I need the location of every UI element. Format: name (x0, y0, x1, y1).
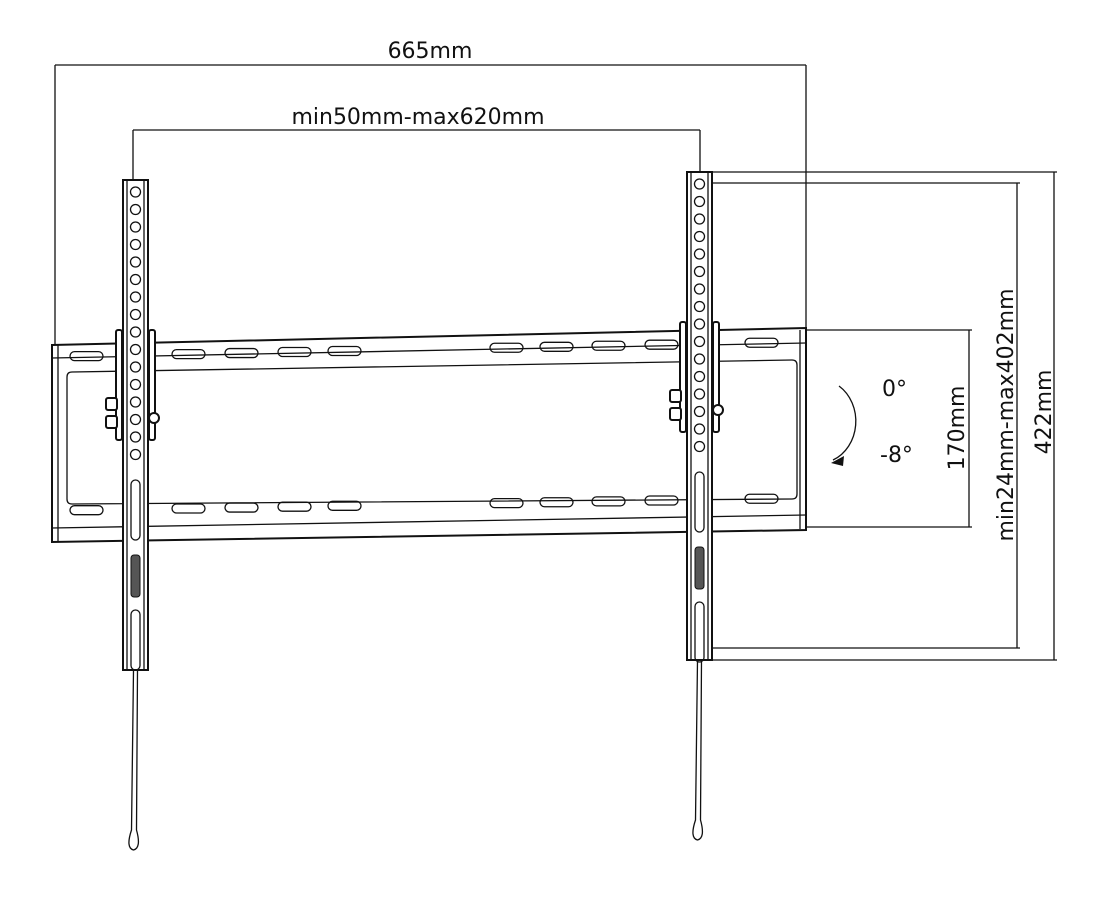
mounting-hole (129, 413, 142, 426)
mounting-hole (129, 221, 142, 233)
dimension-overall-height: 422mm (712, 171, 1057, 661)
plate-slot (327, 500, 362, 511)
plate-slot (644, 339, 679, 350)
overall-height-label: 422mm (1032, 370, 1057, 455)
mounting-hole (129, 396, 142, 408)
plate-slot (489, 497, 524, 509)
mounting-hole (693, 335, 706, 348)
mounting-hole (693, 370, 706, 383)
mounting-hole (693, 300, 706, 313)
adjust-slot (130, 479, 141, 541)
mounting-hole (693, 178, 706, 190)
arrow-head-icon (831, 456, 844, 466)
bolt-icon (669, 389, 682, 403)
tilt-start-label: 0° (882, 377, 907, 402)
dimension-vesa-width: min50mm-max620mm (132, 105, 701, 186)
mounting-hole (693, 353, 706, 365)
plate-slot (171, 503, 206, 514)
vesa-height-label: min24mm-max402mm (994, 288, 1019, 541)
plate-slot (644, 495, 679, 506)
adjust-slot (694, 601, 705, 663)
vesa-width-label: min50mm-max620mm (291, 105, 544, 130)
plate-slot (539, 497, 574, 508)
plate-slot (744, 337, 779, 348)
mounting-hole (693, 283, 706, 295)
mounting-hole (693, 405, 706, 418)
plate-slot (69, 505, 104, 516)
mounting-hole (129, 448, 142, 461)
bolt-icon (712, 404, 724, 416)
mounting-hole (693, 423, 706, 435)
dimension-plate-height: 170mm (806, 329, 972, 528)
tilt-end-label: -8° (880, 443, 913, 468)
plate-slot (591, 496, 626, 507)
plate-slot (224, 347, 259, 359)
plate-slot (277, 346, 312, 358)
mounting-hole (129, 291, 142, 303)
mounting-hole (129, 343, 142, 356)
mounting-hole (129, 431, 142, 443)
mounting-hole (693, 195, 706, 208)
wall-plate (51, 326, 807, 544)
mounting-hole (693, 230, 706, 243)
bolt-icon (105, 397, 118, 411)
overall-width-label: 665mm (388, 39, 473, 64)
safety-lock (130, 554, 141, 598)
mounting-hole (129, 273, 142, 286)
plate-slot (224, 502, 259, 513)
mounting-hole (129, 238, 142, 251)
left-arm (105, 179, 160, 851)
dimension-vesa-height: min24mm-max402mm (712, 182, 1020, 649)
adjust-slot (694, 471, 705, 533)
plate-slot (171, 348, 206, 360)
mounting-hole (129, 203, 142, 216)
mounting-hole (129, 186, 142, 198)
plate-slot (277, 501, 312, 512)
safety-cord (128, 669, 140, 851)
mounting-hole (129, 308, 142, 321)
plate-slot (591, 340, 626, 351)
bolt-icon (669, 407, 682, 421)
plate-slot (327, 345, 362, 357)
mounting-hole (693, 265, 706, 278)
mounting-hole (693, 318, 706, 330)
safety-lock (694, 546, 705, 590)
dimension-overall-width: 665mm (54, 39, 807, 540)
right-arm (669, 171, 724, 841)
tilt-arc-arrow (832, 385, 857, 461)
bolt-icon (148, 412, 160, 424)
mounting-hole (129, 378, 142, 391)
mounting-hole (693, 213, 706, 225)
plate-slot (539, 341, 574, 352)
mounting-hole (129, 256, 142, 268)
safety-cord (692, 659, 704, 841)
mounting-hole (693, 388, 706, 400)
plate-slot (489, 342, 524, 353)
adjust-slot (130, 609, 141, 671)
mounting-hole (129, 326, 142, 338)
plate-slot (744, 493, 779, 504)
plate-slot (69, 350, 104, 362)
tilt-indicator: 0° -8° (831, 377, 913, 468)
mounting-hole (693, 440, 706, 453)
mounting-hole (693, 248, 706, 260)
mounting-hole (129, 361, 142, 373)
plate-height-label: 170mm (945, 386, 970, 471)
bolt-icon (105, 415, 118, 429)
